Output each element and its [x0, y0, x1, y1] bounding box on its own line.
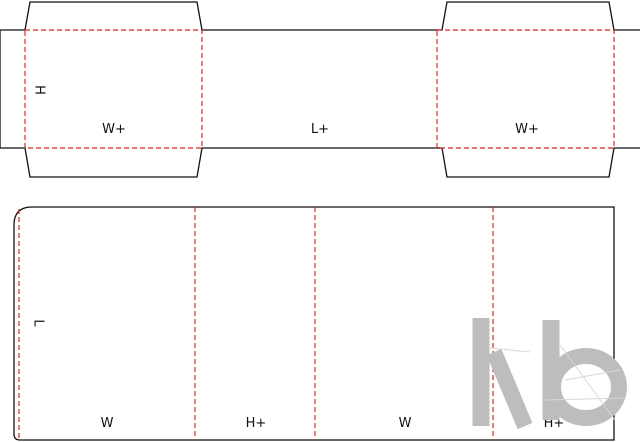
bottom-blank-outline: [13, 206, 615, 441]
label-height-1: H+: [246, 416, 267, 431]
label-height: H: [32, 85, 47, 95]
label-length-center: L+: [311, 122, 329, 137]
top-left-fold-panel: [24, 29, 203, 149]
bottom-blank: L W H+ W H+: [13, 206, 615, 441]
label-width-1: W: [101, 416, 114, 431]
label-width-right: W+: [515, 122, 539, 137]
kb-logo-icon: [472, 318, 627, 430]
top-blank-outline: [0, 1, 640, 178]
label-width-left: W+: [102, 122, 126, 137]
top-blank: H W+ L+ W+: [0, 1, 640, 178]
label-width-2: W: [399, 416, 412, 431]
label-length: L: [31, 319, 46, 327]
top-right-fold-panel: [436, 29, 615, 149]
